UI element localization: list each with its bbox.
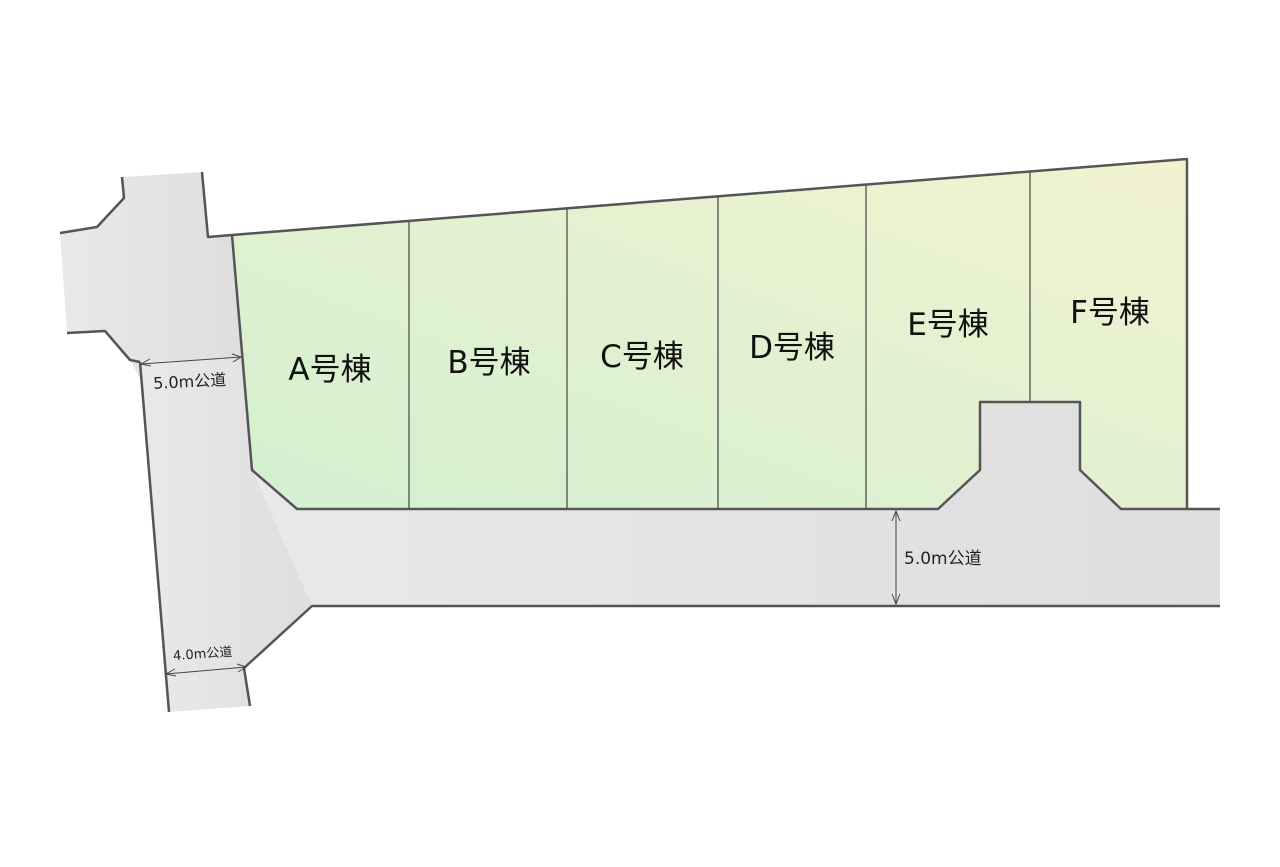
- lot-label-c: C号棟: [600, 339, 684, 375]
- road-label-south: 5.0m公道: [904, 549, 982, 569]
- lot-label-a: A号棟: [288, 352, 371, 388]
- road-northwest: [60, 172, 244, 380]
- lots-area: [232, 159, 1187, 509]
- lot-boundary: [231, 157, 1189, 509]
- road-labels: 5.0m公道 5.0m公道 4.0m公道: [153, 370, 982, 664]
- dimension-markers: [139, 353, 901, 677]
- road-label-west-lower: 4.0m公道: [173, 645, 233, 664]
- road-network: [60, 172, 1220, 712]
- dim-west-upper: [140, 356, 242, 365]
- lot-label-b: B号棟: [447, 345, 530, 381]
- road-south: [252, 402, 1220, 606]
- outlines: [59, 157, 1220, 713]
- lot-label-d: D号棟: [749, 330, 835, 366]
- lot-labels: A号棟 B号棟 C号棟 D号棟 E号棟 F号棟: [288, 295, 1150, 388]
- lot-label-f: F号棟: [1070, 295, 1150, 331]
- lot-dividers: [408, 172, 1031, 509]
- road-west: [140, 356, 312, 712]
- road-label-west-upper: 5.0m公道: [153, 370, 227, 393]
- lot-label-e: E号棟: [907, 307, 989, 343]
- dim-west-lower: [165, 666, 247, 675]
